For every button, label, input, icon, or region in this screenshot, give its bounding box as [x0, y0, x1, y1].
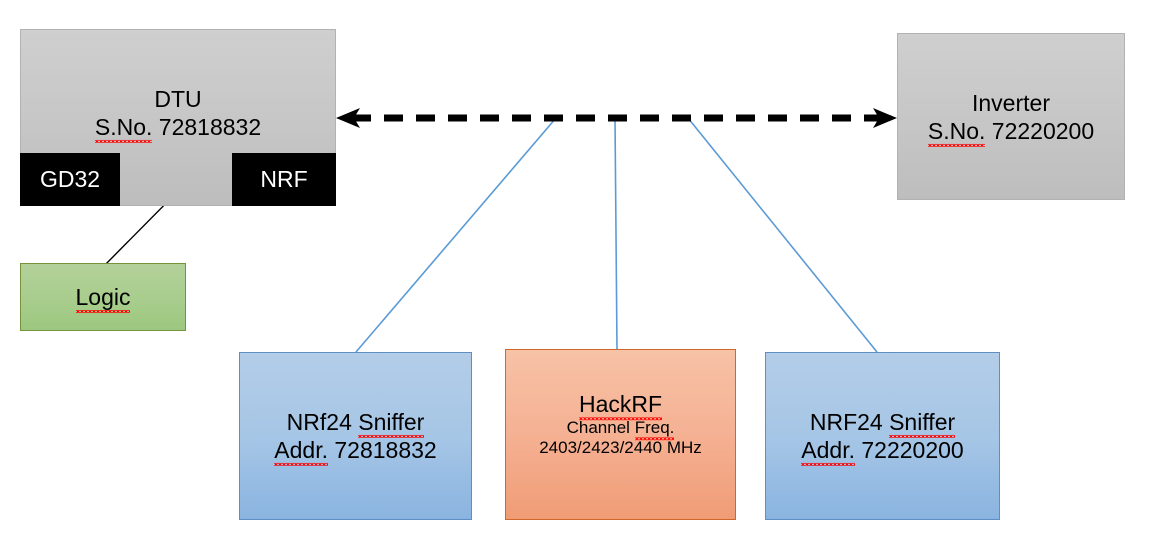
- node-hackrf-freq-word: Freq.: [634, 417, 675, 441]
- node-sniffer-right-title: NRF24 Sniffer: [766, 408, 999, 439]
- node-sniffer-left-addr-label: Addr.: [274, 437, 328, 467]
- node-inverter-serial-number: 72220200: [991, 117, 1095, 144]
- node-sniffer-left-title-a: NRf24: [286, 408, 359, 435]
- node-dtu-serial-label: S.No.: [94, 113, 153, 143]
- node-sniffer-right-addr-value: 72220200: [854, 437, 964, 463]
- node-hackrf-frequencies: 2403/2423/2440 MHz: [539, 438, 702, 458]
- node-sniffer-left-addr-value: 72818832: [327, 437, 437, 463]
- node-sniffer-right[interactable]: NRF24 Sniffer Addr. 72220200: [765, 352, 1000, 520]
- node-sniffer-right-addr-label: Addr.: [801, 437, 855, 467]
- node-dtu-serial-number: 72818832: [158, 113, 262, 140]
- node-sniffer-left-addr: Addr. 72818832: [240, 436, 471, 467]
- node-inverter-title: Inverter: [972, 89, 1050, 116]
- node-gd32[interactable]: GD32: [20, 153, 120, 206]
- node-inverter-serial: S.No. 72220200: [898, 117, 1124, 147]
- rf-link-arrowhead-left: [336, 108, 360, 128]
- node-logic-label: Logic: [75, 283, 131, 314]
- node-sniffer-right-addr: Addr. 72220200: [766, 436, 999, 467]
- node-gd32-label: GD32: [39, 166, 101, 193]
- connector-line-sniffer-left: [355, 117, 557, 353]
- node-sniffer-right-text: NRF24 Sniffer Addr. 72220200: [766, 408, 999, 467]
- node-hackrf-channel-label: Channel Freq.: [506, 417, 735, 441]
- node-dtu-title: DTU: [154, 85, 202, 112]
- node-hackrf[interactable]: HackRF Channel Freq. 2403/2423/2440 MHz: [505, 349, 736, 520]
- node-hackrf-channel-word: Channel: [566, 417, 635, 437]
- node-sniffer-left-title: NRf24 Sniffer: [240, 408, 471, 439]
- node-dtu-serial: S.No. 72818832: [21, 113, 335, 143]
- connector-line-sniffer-right: [687, 117, 878, 353]
- node-inverter[interactable]: Inverter S.No. 72220200: [897, 33, 1125, 200]
- node-logic-analyzer[interactable]: Logic: [20, 263, 186, 331]
- node-inverter-text: Inverter S.No. 72220200: [898, 88, 1124, 147]
- node-dtu-text: DTU S.No. 72818832: [21, 84, 335, 143]
- node-sniffer-left-text: NRf24 Sniffer Addr. 72818832: [240, 408, 471, 467]
- node-inverter-serial-label: S.No.: [927, 117, 986, 147]
- node-nrf-label: NRF: [260, 166, 308, 193]
- node-hackrf-text: HackRF Channel Freq. 2403/2423/2440 MHz: [506, 390, 735, 460]
- connector-line-hackrf: [614, 117, 618, 350]
- node-sniffer-right-title-a: NRF24: [809, 408, 890, 435]
- rf-link-arrowhead-right: [873, 108, 897, 128]
- node-sniffer-left-title-b: Sniffer: [358, 408, 425, 439]
- node-hackrf-title: HackRF: [578, 390, 663, 420]
- node-sniffer-right-title-b: Sniffer: [889, 408, 956, 439]
- node-nrf[interactable]: NRF: [232, 153, 336, 206]
- node-sniffer-left[interactable]: NRf24 Sniffer Addr. 72818832: [239, 352, 472, 520]
